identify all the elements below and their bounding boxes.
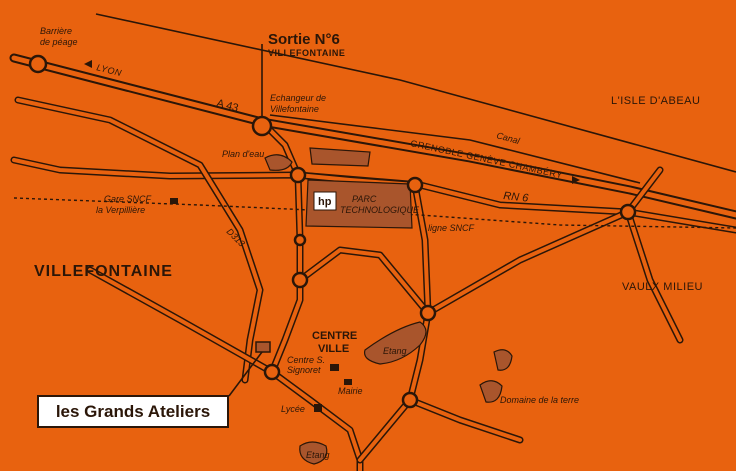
roundabout-1 — [289, 166, 307, 184]
grands-ateliers-callout: les Grands Ateliers — [37, 395, 229, 428]
toll-label-1: Barrière — [40, 26, 72, 36]
lycee-label: Lycée — [281, 404, 305, 414]
ligne-sncf-label: ligne SNCF — [428, 223, 475, 233]
roundabout-4 — [291, 271, 309, 289]
domaine-label: Domaine de la terre — [500, 395, 579, 405]
domaine-area — [479, 380, 503, 403]
centre-signoret-label-2: Signoret — [287, 365, 321, 375]
roundabout-6 — [263, 363, 281, 381]
grands-ateliers-marker — [255, 341, 271, 353]
roundabout-5 — [419, 304, 437, 322]
callout-label: les Grands Ateliers — [55, 401, 211, 421]
canal-line-2 — [269, 114, 641, 184]
canal-line — [95, 13, 736, 173]
parc-label-1: PARC — [352, 194, 377, 204]
toll-roundabout — [28, 54, 48, 74]
chambery-arrow-icon — [572, 176, 580, 184]
interchange-label-1: Echangeur de — [270, 93, 326, 103]
roundabout-2 — [406, 176, 424, 194]
plan-eau-label: Plan d'eau — [222, 149, 264, 159]
roundabout-3 — [619, 203, 637, 221]
roundabout-8 — [293, 233, 307, 247]
etang-label: Etang — [383, 346, 407, 356]
etang-area — [363, 321, 427, 365]
hp-logo-text: hp — [318, 196, 332, 208]
plan-eau-area — [264, 154, 293, 171]
villefontaine-label: VILLEFONTAINE — [34, 263, 173, 280]
gare-sncf-marker — [170, 198, 178, 204]
gare-label-1: Gare SNCF — [104, 194, 152, 204]
lycee-marker — [314, 404, 322, 412]
gare-label-2: la Verpillière — [96, 205, 145, 215]
etang-small-label: Etang — [306, 450, 330, 460]
centre-signoret-label-1: Centre S. — [287, 355, 325, 365]
callout-pointer — [228, 351, 263, 397]
parc-label-2: TECHNOLOGIQUE — [340, 205, 420, 215]
mairie-label: Mairie — [338, 386, 363, 396]
centre-signoret-marker — [330, 364, 339, 371]
highway-a43 — [9, 53, 736, 220]
lyon-arrow-icon — [84, 60, 92, 68]
interchange-label-2: Villefontaine — [270, 104, 319, 114]
interchange-roundabout — [251, 115, 273, 137]
parc-top-area — [309, 147, 371, 167]
canal-label: Canal — [495, 130, 521, 146]
mairie-marker — [344, 379, 352, 385]
hp-logo-box — [313, 191, 337, 211]
vaulx-milieu-label: VAULX MILIEU — [622, 281, 703, 293]
rn6-label: RN 6 — [503, 190, 530, 205]
etang-small-area — [299, 441, 328, 465]
isle-abeau-label: L'ISLE D'ABEAU — [611, 95, 700, 107]
exit-subtitle: VILLEFONTAINE — [268, 48, 345, 58]
exit-title: Sortie N°6 — [268, 31, 340, 48]
roundabout-7 — [401, 391, 419, 409]
toll-label-2: de péage — [40, 37, 78, 47]
domaine-top-area — [493, 349, 513, 371]
centre-ville-label-1: CENTRE — [312, 330, 357, 342]
highway-label: A 43 — [215, 97, 239, 114]
centre-ville-label-2: VILLE — [318, 343, 349, 355]
